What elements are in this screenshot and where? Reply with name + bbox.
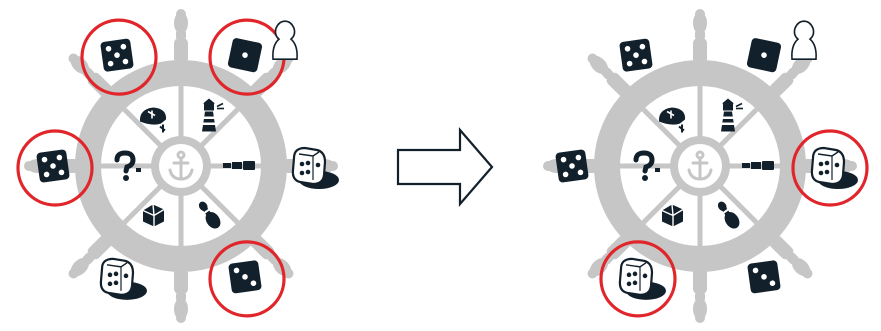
die-pip: [300, 171, 305, 176]
spoke-slot: [555, 149, 589, 183]
wheel-handle: [693, 9, 707, 64]
pawn-icon: [273, 21, 297, 59]
die-pip: [633, 272, 638, 277]
right-arrow-icon: [398, 130, 492, 204]
spoke-slot: [101, 259, 147, 300]
crate-icon: [143, 204, 164, 226]
spyglass-icon: [742, 161, 774, 170]
die-pip: [306, 161, 311, 166]
dark-die-icon: [746, 37, 782, 73]
die-pip: [306, 170, 311, 175]
wheel-handle: [174, 268, 188, 323]
dark-die-icon: [619, 38, 653, 72]
die-pip: [825, 161, 830, 166]
white-die-icon: [101, 259, 147, 300]
board-before: [18, 9, 339, 323]
wheel-handle: [174, 9, 188, 64]
wheel-handle: [693, 268, 707, 323]
board-after: [543, 9, 867, 323]
dark-die-icon: [36, 149, 70, 183]
die-pip: [316, 163, 321, 168]
spoke-slot: [746, 37, 782, 73]
pawn-icon: [792, 21, 816, 59]
die-pip: [114, 281, 119, 286]
spoke-slot: [210, 242, 284, 316]
die-pip: [108, 282, 113, 287]
dark-die-icon: [227, 37, 263, 73]
spoke-slot: [747, 260, 781, 294]
arrow-shape: [398, 130, 492, 204]
die-pip: [643, 274, 648, 279]
die-pip: [114, 272, 119, 277]
dark-die-icon: [555, 149, 589, 183]
dark-die-icon: [747, 260, 781, 294]
die-pip: [825, 170, 830, 175]
die-pip: [627, 282, 632, 287]
spyglass-icon: [223, 161, 255, 170]
dark-die-icon: [100, 38, 134, 72]
die-pip: [835, 163, 840, 168]
die-pip: [819, 162, 824, 167]
spoke-slot: [601, 242, 675, 316]
dark-die-icon: [228, 260, 262, 294]
die-pip: [124, 274, 129, 279]
die-pip: [300, 162, 305, 167]
die-pip: [633, 281, 638, 286]
crate-icon: [662, 204, 683, 226]
die-pip: [108, 273, 113, 278]
white-die-icon: [620, 259, 666, 300]
spoke-slot: [619, 38, 653, 72]
die-pip: [819, 171, 824, 176]
die-pip: [627, 273, 632, 278]
